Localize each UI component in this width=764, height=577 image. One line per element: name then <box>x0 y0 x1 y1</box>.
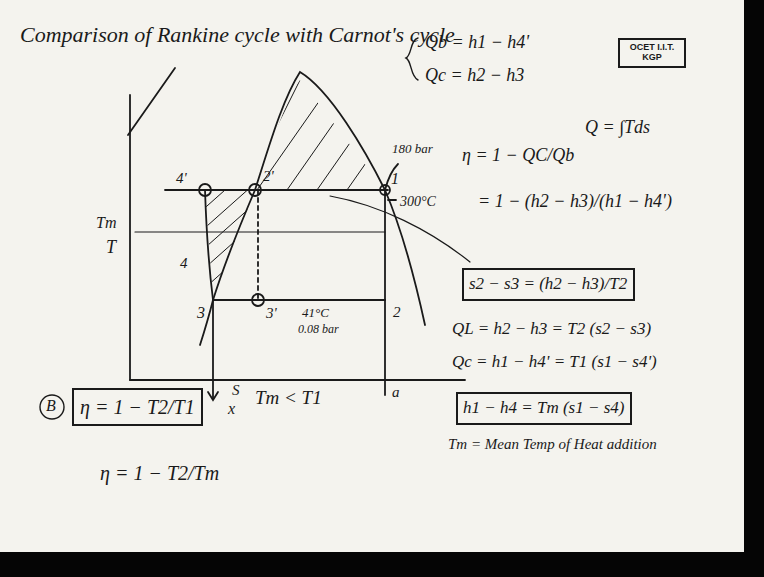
handwritten-label: QL = h2 − h3 = T2 (s2 − s3) <box>452 320 651 339</box>
handwritten-label: 180 bar <box>392 142 433 156</box>
handwritten-label: a <box>392 384 400 401</box>
handwritten-label: 0.08 bar <box>298 323 339 336</box>
handwritten-label: 4 <box>180 255 188 272</box>
handwritten-label: 2 <box>393 304 401 321</box>
handwritten-label: η = 1 − QC/Qb <box>462 146 574 166</box>
handwritten-label: S <box>232 382 240 399</box>
handwritten-label: 4' <box>176 170 187 187</box>
handwritten-label: η = 1 − T2/Tm <box>100 462 219 484</box>
slide-title: Comparison of Rankine cycle with Carnot'… <box>20 22 455 48</box>
handwritten-label: 1 <box>391 170 399 188</box>
handwritten-label: T <box>106 238 116 258</box>
node-text: s2 − s3 = (h2 − h3)/T2 <box>469 275 628 294</box>
handwritten-label: 300°C <box>400 194 436 209</box>
logo-box: OCET I.I.T. KGP <box>618 38 686 68</box>
handwritten-label: x <box>228 400 235 418</box>
handwritten-label: Tm < T1 <box>255 388 322 409</box>
handwritten-label: 41°C <box>302 306 329 320</box>
node-text: h1 − h4 = Tm (s1 − s4) <box>463 399 625 418</box>
boxed-equation: s2 − s3 = (h2 − h3)/T2 <box>462 268 635 301</box>
handwritten-label: Tm = Mean Temp of Heat addition <box>448 436 657 453</box>
handwritten-label: Qb = h1 − h4' <box>425 33 529 53</box>
boxed-equation: η = 1 − T2/T1 <box>72 388 203 426</box>
handwritten-label: Qc = h2 − h3 <box>425 66 524 86</box>
handwritten-label: Q = ∫Tds <box>585 118 650 138</box>
boxed-equation: h1 − h4 = Tm (s1 − s4) <box>456 392 632 425</box>
node-text: η = 1 − T2/T1 <box>80 396 195 418</box>
handwritten-label: B <box>46 397 56 415</box>
handwritten-label: = 1 − (h2 − h3)/(h1 − h4') <box>478 192 672 212</box>
handwritten-label: 3 <box>197 304 205 322</box>
node-text: OCET I.I.T. KGP <box>623 43 681 63</box>
handwritten-label: Qc = h1 − h4' = T1 (s1 − s4') <box>452 353 657 372</box>
handwritten-label: Tm <box>96 214 116 232</box>
handwritten-label: 3' <box>266 305 277 322</box>
handwritten-label: 2' <box>263 168 274 185</box>
